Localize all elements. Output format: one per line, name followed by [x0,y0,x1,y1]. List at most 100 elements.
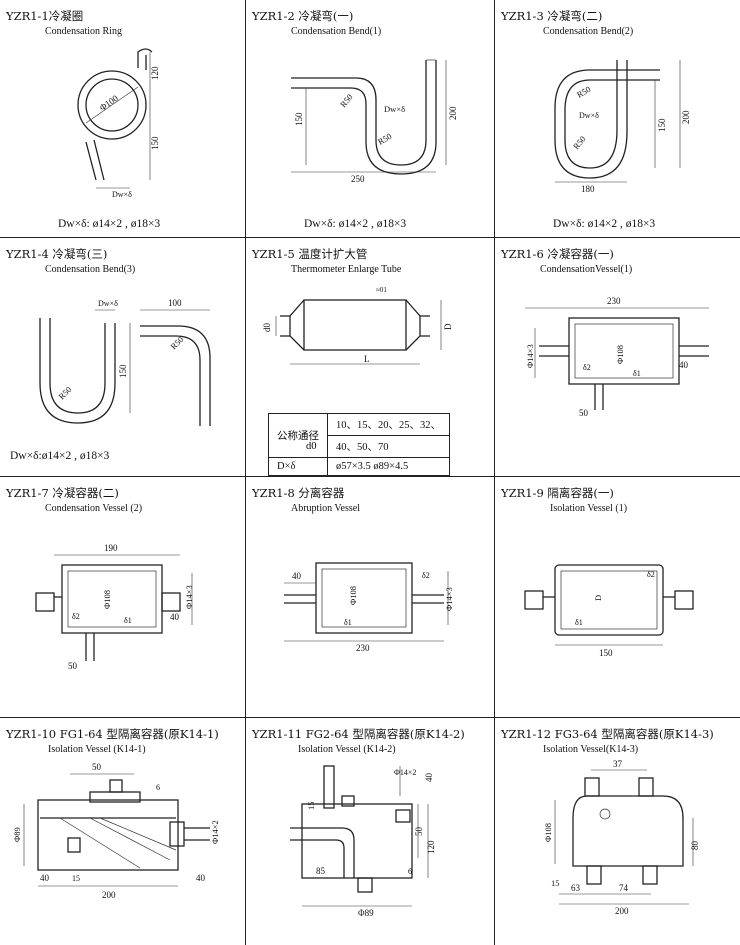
dim-label: 150 [294,112,304,126]
dim-label: δ1 [575,618,583,627]
dim-label: 40 [196,873,206,883]
dim-label: 100 [168,298,182,308]
dim-label: 85 [316,866,326,876]
dim-label: L [364,354,370,364]
table-d0-label: d0 [306,441,317,452]
cell-subtitle: Isolation Vessel (1) [550,503,628,514]
cell-subtitle: Thermometer Enlarge Tube [291,264,402,275]
dim-label: Φ108 [102,590,112,609]
dim-label: 120 [150,66,160,80]
condensation-bend-3-drawing: Dw×δ 100 R50 150 R50 [39,298,211,426]
dim-label: 74 [619,883,629,893]
cell-isolation-vessel-k14-1: YZR1-10 FG1-64 型隔离容器(原K14-1) Isolation V… [0,718,246,945]
cell-subtitle: Abruption Vessel [291,503,360,514]
dim-label: R50 [56,384,73,401]
cell-title: YZR1-7 冷凝容器(二) [6,486,119,500]
dim-label: 200 [448,106,458,120]
dim-label: 180 [581,184,595,194]
dim-label: Dw×δ [112,190,132,199]
cell-subtitle: Condensation Bend(2) [543,26,634,37]
dim-label: D [443,323,453,330]
cell-title: YZR1-3 冷凝弯(二) [501,9,603,23]
cell-title: YZR1-4 冷凝弯(三) [6,247,108,261]
dim-label: 200 [681,110,691,124]
dim-label: δ1 [124,616,132,625]
abruption-vessel-drawing: 40 δ2 Φ108 Φ14×3 δ1 230 [284,562,454,653]
condensation-vessel-2-drawing: 190 Φ108 Φ14×3 δ2 δ1 40 50 [35,543,194,671]
cell-title: YZR1-8 分离容器 [252,486,345,500]
dim-label: 230 [356,643,370,653]
cell-condensation-bend-2: YZR1-3 冷凝弯(二) Condensation Bend(2) R50 D… [495,0,740,238]
dim-label: Φ108 [348,586,358,605]
dim-label: Dw×δ [384,104,405,114]
cell-spec: Dw×δ: ø14×2 , ø18×3 [58,218,161,230]
thermometer-tube-drawing: ≈01 d0 D L [262,286,453,365]
cell-condensation-vessel-2: YZR1-7 冷凝容器(二) Condensation Vessel (2) 1… [0,477,246,718]
cell-subtitle: Isolation Vessel(K14-3) [543,744,639,755]
dim-label: R50 [571,134,588,151]
cell-spec: Dw×δ:ø14×2 , ø18×3 [10,450,110,462]
dim-label: 50 [579,408,589,418]
cell-spec: Dw×δ: ø14×2 , ø18×3 [553,218,656,230]
dim-label: δ2 [72,612,80,621]
cell-subtitle: Condensation Bend(3) [45,264,136,275]
cell-spec: Dw×δ: ø14×2 , ø18×3 [304,218,407,230]
cell-condensation-ring: YZR1-1冷凝圈 Condensation Ring Φ100 120 150… [0,0,246,238]
dim-label: 200 [102,890,116,900]
cell-abruption-vessel: YZR1-8 分离容器 Abruption Vessel 40 δ2 Φ108 … [246,477,495,718]
dim-label: Φ14×3 [184,585,194,609]
dim-label: 80 [690,841,700,851]
dim-label: R50 [575,84,592,100]
dim-label: 6 [156,783,160,792]
cell-condensation-bend-1: YZR1-2 冷凝弯(一) Condensation Bend(1) R50 D… [246,0,495,238]
dim-label: 50 [68,661,78,671]
cell-subtitle: Condensation Bend(1) [291,26,382,37]
cell-subtitle: Condensation Ring [45,26,122,37]
dim-label: 40 [40,873,50,883]
dim-label: 150 [657,118,667,132]
dim-label: 120 [426,840,436,854]
condensation-bend-2-drawing: R50 Dw×δ R50 150 200 180 [554,60,691,194]
dim-label: 15 [551,878,560,888]
cell-isolation-vessel-k14-3: YZR1-12 FG3-64 型隔离容器(原K14-3) Isolation V… [495,718,740,945]
condensation-vessel-1-drawing: 230 Φ14×3 Φ108 δ2 δ1 40 50 [525,296,709,418]
cell-title: YZR1-2 冷凝弯(一) [252,9,354,23]
dim-label: 150 [118,364,128,378]
dim-label: δ2 [647,570,655,579]
cell-title: YZR1-6 冷凝容器(一) [501,247,614,261]
dim-label: Φ14×3 [444,587,454,611]
dim-label: 150 [150,136,160,150]
dim-label: Dw×δ [579,111,599,120]
isolation-vessel-k14-2-drawing: Φ14×2 40 15 50 120 85 6 Φ89 [290,765,436,918]
cell-condensation-vessel-1: YZR1-6 冷凝容器(一) CondensationVessel(1) 230… [495,238,740,477]
isolation-vessel-k14-3-drawing: 37 Φ108 80 15 63 74 200 [543,759,700,916]
cell-subtitle: Isolation Vessel (K14-1) [48,744,146,755]
cell-title: YZR1-11 FG2-64 型隔离容器(原K14-2) [252,727,465,741]
dim-label: 6 [408,867,412,876]
dim-label: R50 [338,92,355,109]
dim-label: Φ14×2 [394,768,416,777]
dim-label: d0 [262,323,272,333]
condensation-ring-drawing: Φ100 120 150 Dw×δ [77,48,160,199]
dim-label: Φ14×2 [210,820,220,844]
cell-isolation-vessel-1: YZR1-9 隔离容器(一) Isolation Vessel (1) δ2 D… [495,477,740,718]
dim-label: 50 [92,762,102,772]
dim-label: R50 [376,131,393,147]
dim-label: 15 [306,802,316,811]
cell-title: YZR1-1冷凝圈 [6,9,84,23]
dim-label: 250 [351,174,365,184]
dim-label: δ1 [344,618,352,627]
dim-label: 37 [613,759,623,769]
dim-label: 230 [607,296,621,306]
dim-label: 40 [292,571,302,581]
dim-label: 40 [679,360,689,370]
dim-label: 50 [414,827,424,837]
isolation-vessel-k14-1-drawing: 50 6 Φ89 Φ14×2 40 15 200 40 [12,762,220,900]
dim-label: 40 [170,612,180,622]
size-table: 公称通径 10、15、20、25、32、 40、50、70 D×δ ø57×3.… [268,413,450,476]
cell-subtitle: Condensation Vessel (2) [45,503,143,514]
table-cell: 公称通径 [268,413,328,458]
dim-label: 63 [571,883,581,893]
